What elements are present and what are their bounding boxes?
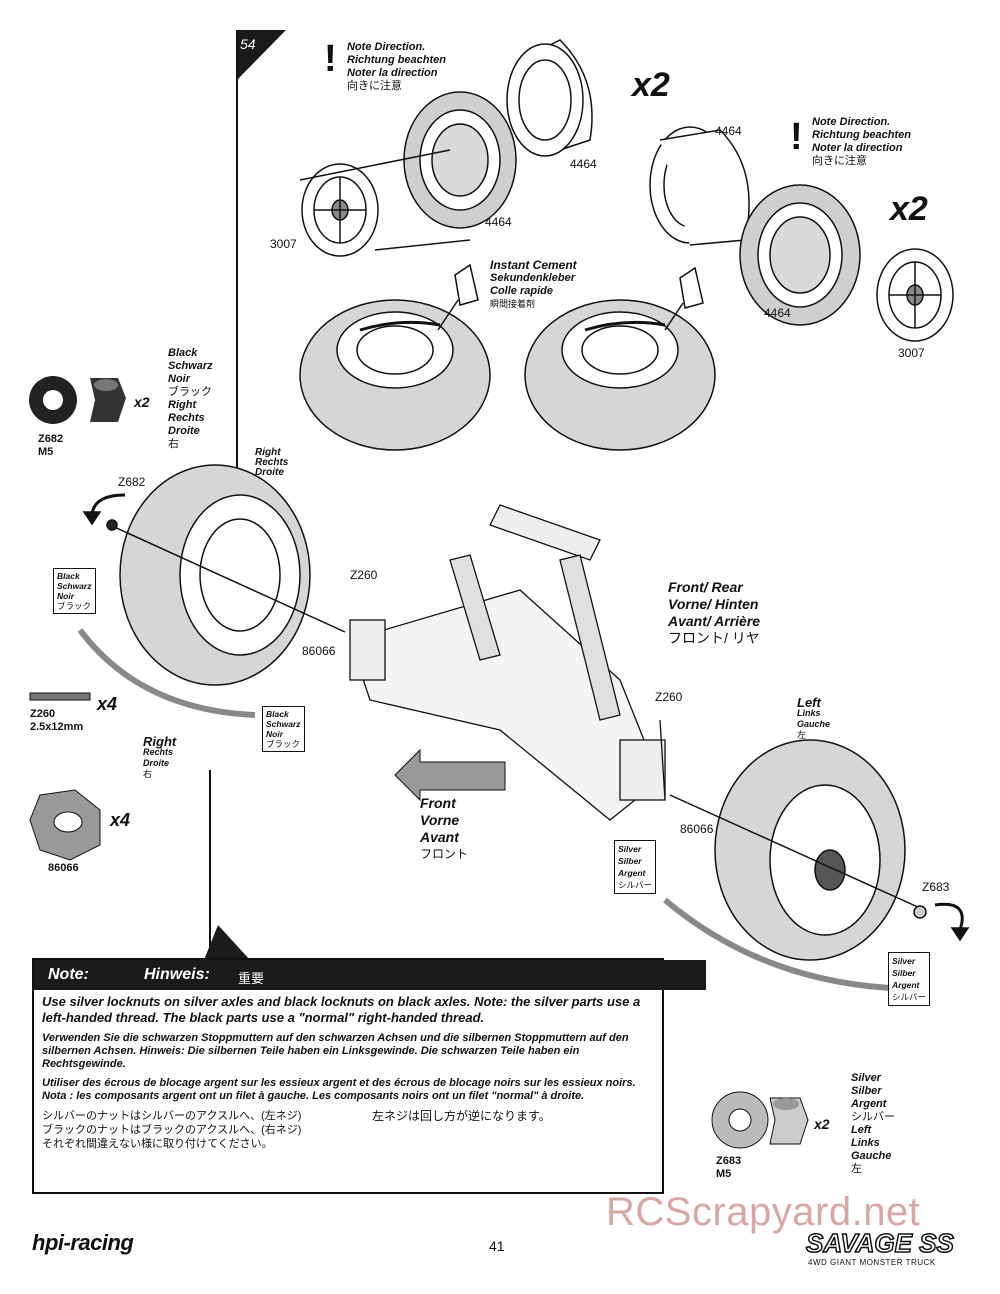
note-box: Note: Hinweis: 重要 Use silver locknuts on… xyxy=(32,958,706,1194)
part-3007-a: 3007 xyxy=(270,237,297,251)
note-fr: Utiliser des écrous de blocage argent su… xyxy=(42,1077,636,1102)
brand-logo: hpi-racing xyxy=(32,1230,134,1255)
pin-code: Z260 2.5x12mm xyxy=(30,708,84,733)
warning-icon: ! xyxy=(324,38,337,80)
watermark: RCScrapyard.net xyxy=(606,1190,921,1234)
part-4464-a: 4464 xyxy=(570,157,597,171)
part-3007-b: 3007 xyxy=(898,346,925,360)
note-title-de: Hinweis: xyxy=(144,966,210,983)
black-nut-icon xyxy=(29,376,126,424)
top-left-wheel-exploded xyxy=(299,39,593,257)
note-jp-4: 左ネジは回し方が逆になります。 xyxy=(372,1109,551,1123)
cement-label: Instant Cement Sekundenkleber Colle rapi… xyxy=(490,258,577,310)
hex-multiplier: x4 xyxy=(110,810,131,830)
step-number: 54 xyxy=(240,36,256,52)
left-side-label: Left Links Gauche 左 xyxy=(797,695,831,740)
glued-tires xyxy=(299,263,716,451)
z682-label: Z682 xyxy=(118,475,146,489)
note-title: Note: xyxy=(48,966,89,983)
nut-black-code: Z682 M5 xyxy=(38,433,64,458)
step-marker xyxy=(237,30,286,80)
z683-label: Z683 xyxy=(922,880,950,894)
right-wheel xyxy=(82,464,346,686)
top-left-note: Note Direction. Richtung beachten Noter … xyxy=(347,41,447,92)
curved-arrows xyxy=(77,628,891,991)
z260-label-a: Z260 xyxy=(350,568,378,582)
hex-icon xyxy=(29,789,101,861)
z260-label-b: Z260 xyxy=(655,690,683,704)
nut-silver-labels: Silver Silber Argent シルバー Left Links Gau… xyxy=(851,1072,895,1175)
pin-icon xyxy=(29,692,91,701)
note-jp-1: シルバーのナットはシルバーのアクスルへ、(左ネジ) xyxy=(42,1110,302,1122)
part-4464-d: 4464 xyxy=(764,306,791,320)
front-rear-label: Front/ Rear Vorne/ Hinten Avant/ Arrière… xyxy=(668,579,761,646)
top-left-multiplier: x2 xyxy=(632,66,670,104)
note-header: Note: Hinweis: 重要 xyxy=(34,960,706,990)
hex-label-a: 86066 xyxy=(302,644,336,658)
nut-black-labels: Black Schwarz Noir ブラック Right Rechts Dro… xyxy=(168,347,213,450)
product-sub: 4WD GIANT MONSTER TRUCK xyxy=(808,1258,936,1267)
wheel-right-label: Right Rechts Droite xyxy=(255,447,289,478)
front-arrow-icon xyxy=(394,748,506,802)
chassis xyxy=(349,504,666,821)
nut-silver-code: Z683 M5 xyxy=(716,1155,742,1180)
top-right-multiplier: x2 xyxy=(890,190,928,228)
part-4464-b: 4464 xyxy=(485,215,512,229)
note-jp-3: それぞれ間違えない様に取り付けてください。 xyxy=(42,1138,273,1150)
pin-multiplier: x4 xyxy=(97,694,118,714)
hex-label-b: 86066 xyxy=(680,822,714,836)
black-box-2: Black Schwarz Noir ブラック xyxy=(262,706,305,752)
note-en: Use silver locknuts on silver axles and … xyxy=(42,994,641,1025)
nut-black-multiplier: x2 xyxy=(134,394,150,410)
note-title-jp: 重要 xyxy=(238,971,265,986)
silver-nut-icon xyxy=(711,1091,809,1149)
nut-silver-multiplier: x2 xyxy=(814,1116,830,1132)
product-logo: SAVAGE SS xyxy=(805,1227,954,1259)
top-right-wheel-exploded xyxy=(649,126,954,342)
hex-code: 86066 xyxy=(48,862,79,874)
note-de: Verwenden Sie die schwarzen Stoppmuttern… xyxy=(42,1032,629,1070)
right-side-label: Right Rechts Droite 右 xyxy=(143,734,177,779)
page-number: 41 xyxy=(489,1238,505,1254)
black-box-1: Black Schwarz Noir ブラック xyxy=(53,568,96,614)
part-4464-c: 4464 xyxy=(715,124,742,138)
silver-box-2: Silver Silber Argent シルバー xyxy=(888,952,931,1006)
warning-icon: ! xyxy=(790,116,803,158)
top-right-note: Note Direction. Richtung beachten Noter … xyxy=(812,116,912,167)
silver-box-1: Silver Silber Argent シルバー xyxy=(614,840,657,894)
front-label: Front Vorne Avant フロント xyxy=(420,795,469,861)
left-wheel xyxy=(669,739,970,961)
note-jp-2: ブラックのナットはブラックのアクスルへ、(右ネジ) xyxy=(42,1124,302,1136)
